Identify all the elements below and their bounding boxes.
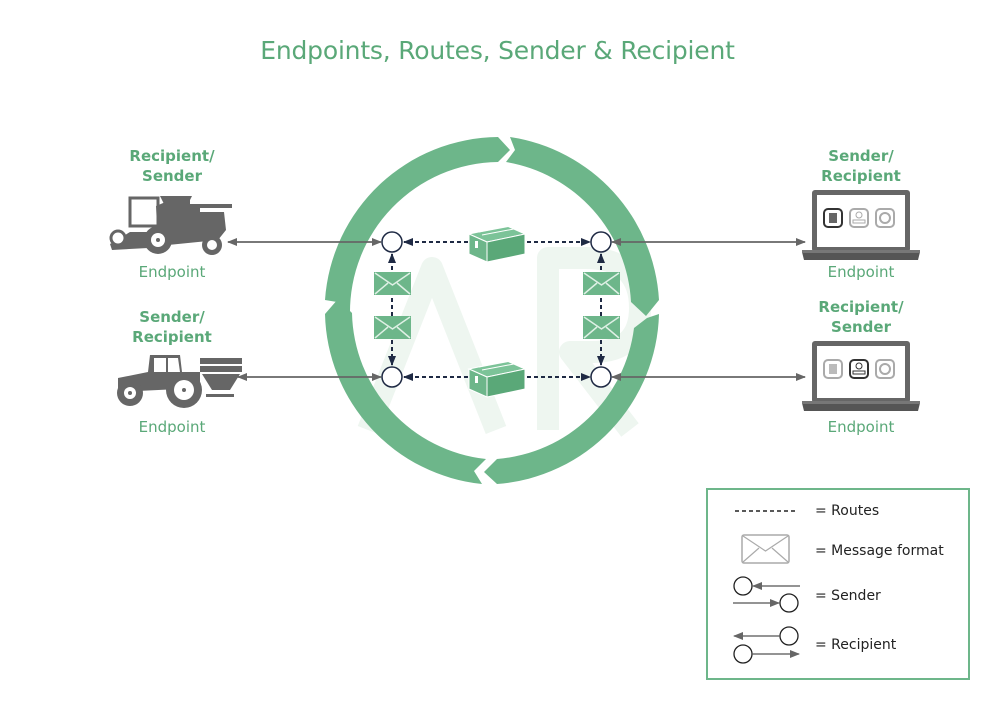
laptop-bottom-endpoint-label: Endpoint bbox=[827, 418, 895, 436]
tractor-role-label: Sender/ Recipient bbox=[102, 307, 242, 347]
package-icon bbox=[467, 224, 527, 263]
message-envelopes bbox=[374, 272, 620, 339]
laptop-icon bbox=[802, 190, 920, 260]
document-app-icon bbox=[823, 208, 843, 228]
role-line: Sender/ bbox=[828, 147, 894, 165]
ring-segment-bottom-left bbox=[325, 299, 486, 484]
combine-endpoint-label: Endpoint bbox=[138, 263, 206, 281]
role-line: Sender bbox=[831, 318, 891, 336]
legend-box bbox=[706, 488, 970, 680]
role-line: Recipient/ bbox=[818, 298, 904, 316]
routes bbox=[388, 238, 605, 381]
legend-sender-symbol bbox=[733, 576, 800, 613]
legend-recipient-label: = Recipient bbox=[815, 637, 897, 653]
envelope-icon bbox=[583, 272, 620, 295]
endpoint-connections bbox=[227, 238, 806, 381]
envelope-icon bbox=[374, 272, 411, 295]
legend-envelope-icon bbox=[741, 534, 790, 564]
role-line: Recipient bbox=[132, 328, 212, 346]
legend-recipient-symbol bbox=[733, 626, 800, 664]
envelope-icon bbox=[583, 316, 620, 339]
ring-segment-bottom-right bbox=[484, 314, 659, 484]
combine-harvester-icon bbox=[109, 196, 232, 255]
role-line: Sender bbox=[142, 167, 202, 185]
role-line: Recipient/ bbox=[129, 147, 215, 165]
combine-role-label: Recipient/ Sender bbox=[102, 146, 242, 186]
role-line: Recipient bbox=[821, 167, 901, 185]
tractor-endpoint-label: Endpoint bbox=[138, 418, 206, 436]
legend-symbols bbox=[733, 510, 800, 664]
laptop-top-endpoint-label: Endpoint bbox=[827, 263, 895, 281]
node-top-left bbox=[381, 231, 403, 253]
ring-segment-top-left bbox=[325, 137, 510, 314]
node-bottom-right bbox=[590, 366, 612, 388]
laptop-top-role-label: Sender/ Recipient bbox=[791, 146, 931, 186]
laptop-bottom-role-label: Recipient/ Sender bbox=[791, 297, 931, 337]
node-bottom-left bbox=[381, 366, 403, 388]
package-icon bbox=[467, 359, 527, 398]
node-top-right bbox=[590, 231, 612, 253]
legend-routes-label: = Routes bbox=[815, 503, 880, 519]
dashboard-app-icon bbox=[875, 208, 895, 228]
ring-segment-top-right bbox=[506, 137, 659, 316]
legend-message-format-label: = Message format bbox=[815, 543, 944, 559]
map-app-icon bbox=[849, 208, 869, 228]
map-app-icon bbox=[849, 359, 869, 379]
envelope-icon bbox=[374, 316, 411, 339]
route-nodes bbox=[381, 231, 612, 388]
role-line: Sender/ bbox=[139, 308, 205, 326]
dashboard-app-icon bbox=[875, 359, 895, 379]
data-packages bbox=[467, 224, 527, 398]
document-app-icon bbox=[823, 359, 843, 379]
cycle-ring bbox=[325, 137, 659, 484]
tractor-spreader-icon bbox=[117, 355, 242, 408]
diagram-title: Endpoints, Routes, Sender & Recipient bbox=[260, 36, 735, 65]
legend-sender-label: = Sender bbox=[815, 588, 881, 604]
laptop-icon bbox=[802, 341, 920, 411]
